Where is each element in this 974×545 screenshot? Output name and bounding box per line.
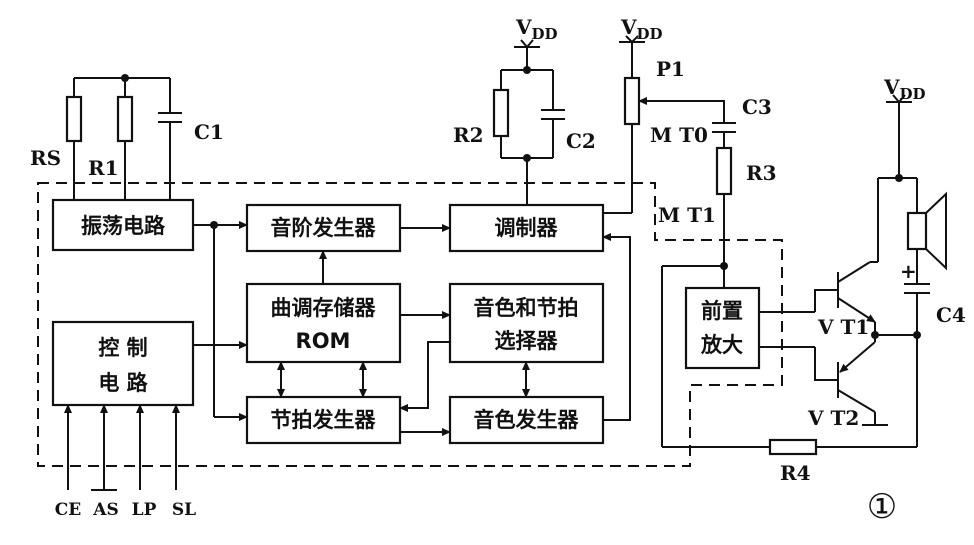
pin-ce: CE: [55, 500, 82, 520]
oscillator-network: [65, 74, 182, 200]
modulator-block: [448, 203, 605, 253]
timbre-select-block: [448, 282, 605, 364]
timbre-generator-label: 音色发生器: [474, 408, 580, 432]
control-block: [51, 320, 195, 407]
figure-number: ①: [867, 487, 897, 527]
pin-sl: SL: [172, 500, 196, 520]
rom-label-1: 曲调存储器: [271, 296, 377, 320]
potentiometer-p1: [603, 35, 725, 214]
beat-generator-label: 节拍发生器: [271, 408, 377, 432]
modulator-rc-network: [492, 39, 565, 205]
feedback-r4: [662, 438, 917, 456]
control-pins: [64, 404, 180, 491]
coupling-network: [661, 122, 736, 447]
preamp-label-2: 放大: [700, 333, 743, 357]
scale-generator-label: 音阶发生器: [271, 216, 377, 240]
ic-boundary: [37, 182, 783, 467]
r2-label: R2: [453, 123, 484, 147]
vdd-2: VDD: [620, 15, 663, 43]
c4-plus: +: [900, 259, 917, 283]
control-label-1: 控 制: [98, 336, 147, 360]
rom-block: [245, 282, 402, 364]
oscillator-block: [51, 198, 195, 252]
c3-label: C3: [742, 95, 772, 119]
signal-paths: [193, 221, 631, 436]
r1-label: R1: [88, 156, 119, 180]
pin-lp: LP: [132, 500, 157, 520]
vt1-label: V T1: [817, 315, 869, 339]
vdd-3: VDD: [883, 75, 926, 103]
pin-as: AS: [92, 500, 118, 520]
rs-label: RS: [30, 146, 61, 170]
c2-label: C2: [566, 129, 596, 153]
vdd-1: VDD: [515, 15, 558, 43]
r4-label: R4: [780, 461, 811, 485]
control-label-2: 电 路: [98, 371, 148, 395]
preamp-label-1: 前置: [701, 299, 743, 323]
oscillator-label: 振荡电路: [81, 214, 166, 238]
rom-label-2: ROM: [296, 329, 351, 353]
preamp-block: [684, 286, 761, 370]
output-stage: [759, 94, 947, 447]
c1-label: C1: [194, 120, 224, 144]
timbre-select-label-2: 选择器: [495, 329, 559, 353]
c4-label: C4: [936, 303, 966, 327]
timbre-select-label-1: 音色和节拍: [474, 296, 579, 320]
modulator-label: 调制器: [495, 216, 559, 240]
p1-label: P1: [656, 57, 685, 81]
mt1-label: M T1: [658, 203, 716, 227]
vt2-label: V T2: [807, 406, 859, 430]
r3-label: R3: [746, 161, 777, 185]
mt0-label: M T0: [650, 123, 708, 147]
